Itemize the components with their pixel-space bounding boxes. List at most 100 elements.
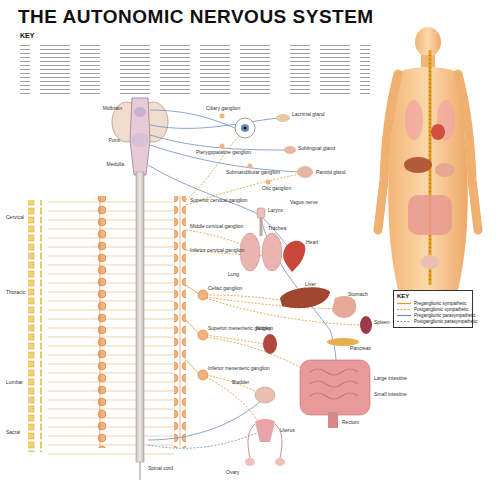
part-label: Midbrain: [103, 106, 122, 112]
organs: [198, 114, 372, 467]
pons: [131, 133, 149, 147]
key-text-block: [20, 42, 370, 96]
spleen: [360, 316, 372, 334]
key-column: [200, 42, 280, 96]
liver: [280, 287, 330, 308]
body-heart: [431, 124, 445, 140]
chain-trunk: [180, 196, 181, 446]
mesenteric-ganglion: [198, 370, 208, 380]
part-label: Rectum: [342, 420, 359, 426]
iris: [241, 124, 249, 132]
part-label: Middle cervical ganglion: [190, 224, 243, 230]
part-label: Ciliary ganglion: [206, 106, 240, 112]
legend-text: Postganglionic parasympathetic: [414, 319, 478, 324]
part-label: Celiac ganglion: [208, 286, 242, 292]
parasympathetic-nerve: [150, 110, 235, 128]
arm: [458, 74, 478, 230]
sympathetic-nerve: [186, 360, 200, 375]
body-bladder: [421, 255, 439, 269]
part-label: Larynx: [268, 208, 283, 214]
part-label: Pons: [109, 138, 120, 144]
part-label: Superior cervical ganglion: [190, 198, 248, 204]
heart: [283, 241, 305, 272]
part-label: Pancreas: [350, 346, 371, 352]
poster-title: THE AUTONOMIC NERVOUS SYSTEM: [18, 6, 374, 28]
part-label: Bladder: [232, 380, 249, 386]
part-label: Spleen: [374, 320, 390, 326]
ganglion: [266, 180, 271, 185]
mesenteric-ganglion: [198, 330, 208, 340]
rectum: [328, 412, 338, 428]
lacrimal-gland: [276, 114, 290, 122]
stomach: [332, 296, 356, 318]
spinal-cord: [136, 172, 144, 462]
part-label: Cervical: [6, 215, 24, 221]
body-lung: [405, 100, 423, 140]
ovary: [275, 458, 285, 466]
legend-row: Postganglionic parasympathetic: [397, 319, 469, 324]
sublingual-gland: [284, 146, 296, 154]
larynx: [257, 208, 265, 218]
part-label: Sacral: [6, 430, 20, 436]
arm: [378, 74, 398, 230]
part-label: Small intestine: [374, 392, 407, 398]
celiac-ganglion: [198, 290, 208, 300]
bladder: [255, 387, 275, 403]
trachea: [260, 218, 263, 236]
part-label: Sublingual gland: [298, 146, 335, 152]
sympathetic-chain: [94, 196, 106, 448]
legend-sample: [397, 319, 411, 324]
ganglion: [248, 164, 253, 169]
lung: [262, 233, 282, 271]
kidney: [263, 334, 277, 354]
key-column: [20, 42, 100, 96]
body-intestines: [408, 195, 452, 235]
key-box: KEYPreganglionic sympatheticPostganglion…: [393, 290, 473, 328]
legend-line: [397, 321, 411, 322]
small-intestine: [310, 369, 358, 399]
part-label: Large intestine: [374, 376, 407, 382]
sympathetic-nerve: [186, 320, 200, 335]
legend-sample: [397, 313, 411, 318]
part-label: Heart: [306, 240, 318, 246]
part-label: Lumbar: [6, 380, 23, 386]
neck: [421, 55, 435, 67]
legend-line: [397, 309, 411, 310]
part-label: Inferior cervical ganglion: [190, 248, 244, 254]
legend-text: Preganglionic parasympathetic: [414, 313, 476, 318]
part-label: Lacrimal gland: [292, 112, 325, 118]
part-label: Stomach: [348, 292, 368, 298]
part-label: Submandibular ganglion: [226, 170, 280, 176]
key-heading: KEY: [20, 32, 34, 40]
part-label: Inferior mesenteric ganglion: [208, 366, 270, 372]
legend-row: Postganglionic sympathetic: [397, 307, 469, 312]
pelvic-nerve: [148, 430, 265, 448]
parasympathetic-nerve: [150, 145, 300, 172]
key-column: [110, 42, 190, 96]
spinal-nerves: [144, 200, 174, 455]
legend-sample: [397, 301, 411, 306]
part-label: Otic ganglion: [262, 186, 291, 192]
sympathetic-nerve: [186, 135, 240, 200]
body-figure: [378, 27, 478, 290]
vertebra-tags: [28, 200, 42, 452]
ganglion: [220, 144, 225, 149]
legend-line: [397, 303, 411, 304]
torso: [388, 67, 468, 290]
pelvic-nerve: [148, 400, 262, 440]
spinal-column: [28, 172, 186, 480]
legend-text: Postganglionic sympathetic: [414, 307, 469, 312]
part-label: Thoracic: [6, 290, 25, 296]
filum: [140, 462, 141, 480]
legend-sample: [397, 307, 411, 312]
midbrain: [134, 107, 146, 117]
legend-row: Preganglionic parasympathetic: [397, 313, 469, 318]
uterus: [255, 419, 275, 442]
sympathetic-chain: [174, 196, 186, 448]
parasympathetic-nerve: [150, 118, 280, 128]
part-label: Spinal cord: [148, 466, 173, 472]
legend-line: [397, 315, 411, 316]
part-label: Vagus nerve: [290, 200, 318, 206]
